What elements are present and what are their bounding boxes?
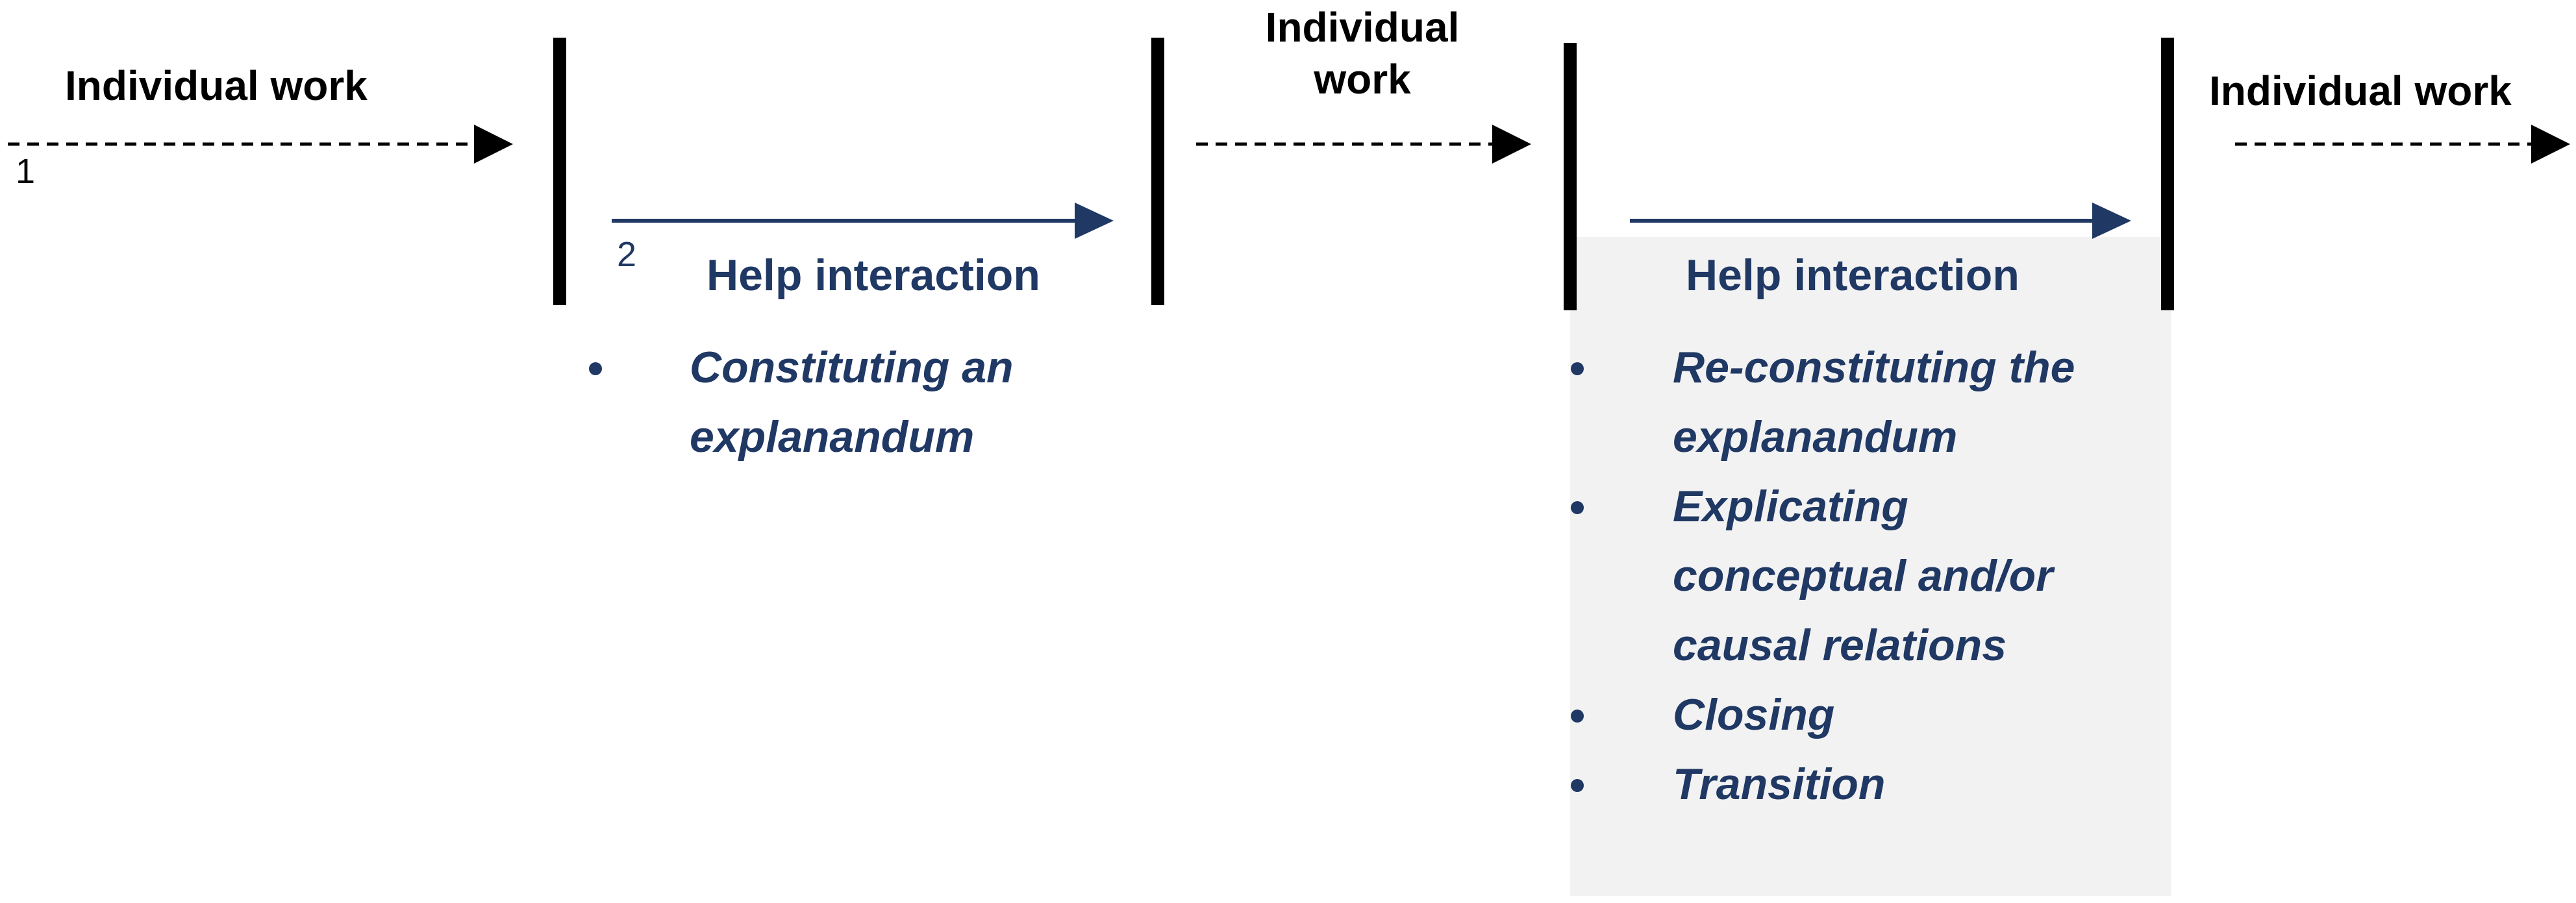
label-individual-work-1: Individual work [65,62,368,109]
bullet-text: Transition [1673,760,1886,809]
label-help-interaction-1: Help interaction [707,251,1040,300]
label-individual-work-2-line2: work [1314,56,1411,103]
bullet-dot [1571,501,1584,514]
label-individual-work-2-line1: Individual [1265,4,1460,51]
bullet-text: Closing [1673,690,1835,739]
bullet-dot [1571,710,1584,723]
help-interaction-2-shaded-panel [1570,237,2171,896]
marker-number-1: 1 [16,152,36,191]
label-individual-work-2: Individual work [1219,1,1505,105]
bullet-dot [589,362,602,375]
bullet-dot [1571,779,1584,792]
phase-boundary-bar-3 [1564,43,1577,310]
solid-arrow-help-interaction-1 [612,203,1114,239]
solid-arrow-help-interaction-2 [1630,203,2131,239]
marker-number-2: 2 [617,235,637,274]
phase-boundary-bar-4 [2161,38,2174,310]
label-help-interaction-2: Help interaction [1686,251,2020,300]
dashed-arrow-individual-work-3 [2235,125,2570,164]
dashed-arrow-individual-work-2 [1196,125,1531,164]
phase-boundary-bar-2 [1151,38,1164,305]
bullet-dot [1571,362,1584,375]
dashed-arrow-individual-work-1 [8,125,513,164]
list-item: Closing [1571,680,2075,750]
list-item: Transition [1571,750,2075,819]
phase-boundary-bar-1 [553,38,566,305]
label-individual-work-3: Individual work [2209,68,2512,114]
